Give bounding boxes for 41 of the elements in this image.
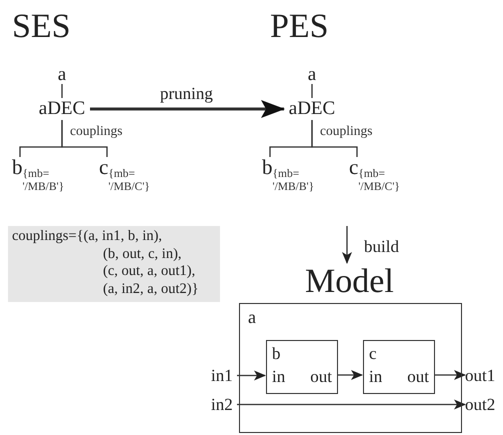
arrow (342, 226, 352, 264)
tree-line (61, 120, 108, 157)
port-label: out (407, 367, 429, 386)
tree-line (311, 84, 313, 98)
port-label: out (310, 367, 332, 386)
tree-label: aDEC (288, 98, 336, 119)
component-box (266, 340, 338, 394)
arrow (337, 370, 363, 380)
tree-line (311, 120, 358, 157)
heading: PES (270, 8, 329, 46)
tree-label: b (262, 157, 272, 177)
attribute-label: {mb= '/MB/C'} (358, 168, 401, 194)
arrow (237, 370, 266, 380)
port-label: in (272, 367, 286, 386)
attribute-label: {mb= '/MB/C'} (108, 168, 151, 194)
port-label: in1 (211, 366, 233, 385)
port-label: out2 (465, 395, 496, 414)
tree-line (61, 84, 63, 98)
arrow (434, 370, 466, 380)
tree-label: a (58, 64, 66, 85)
component-label: b (272, 344, 280, 363)
port-label: out1 (465, 366, 496, 385)
model-label: a (248, 307, 256, 327)
tree-label: a (308, 64, 316, 85)
couplings-box: couplings={(a, in1, b, in), (b, out, c, in), (c, out, a, out1), (a, in2, a, out2)} (8, 226, 220, 302)
relation-label: couplings (320, 123, 372, 138)
tree-label: b (12, 157, 22, 177)
attribute-label: {mb= '/MB/B'} (22, 168, 66, 194)
tree-label: c (99, 157, 108, 177)
port-label: in2 (211, 395, 233, 414)
relation-label: couplings (70, 123, 122, 138)
component-label: c (369, 344, 377, 363)
component-box (363, 340, 435, 394)
attribute-label: {mb= '/MB/B'} (272, 168, 316, 194)
arrow (90, 100, 285, 118)
arrow (237, 400, 466, 410)
port-label: in (369, 367, 382, 386)
heading: SES (12, 8, 71, 46)
heading: Model (305, 263, 394, 301)
tree-label: c (349, 157, 358, 177)
tree-label: aDEC (38, 98, 86, 119)
